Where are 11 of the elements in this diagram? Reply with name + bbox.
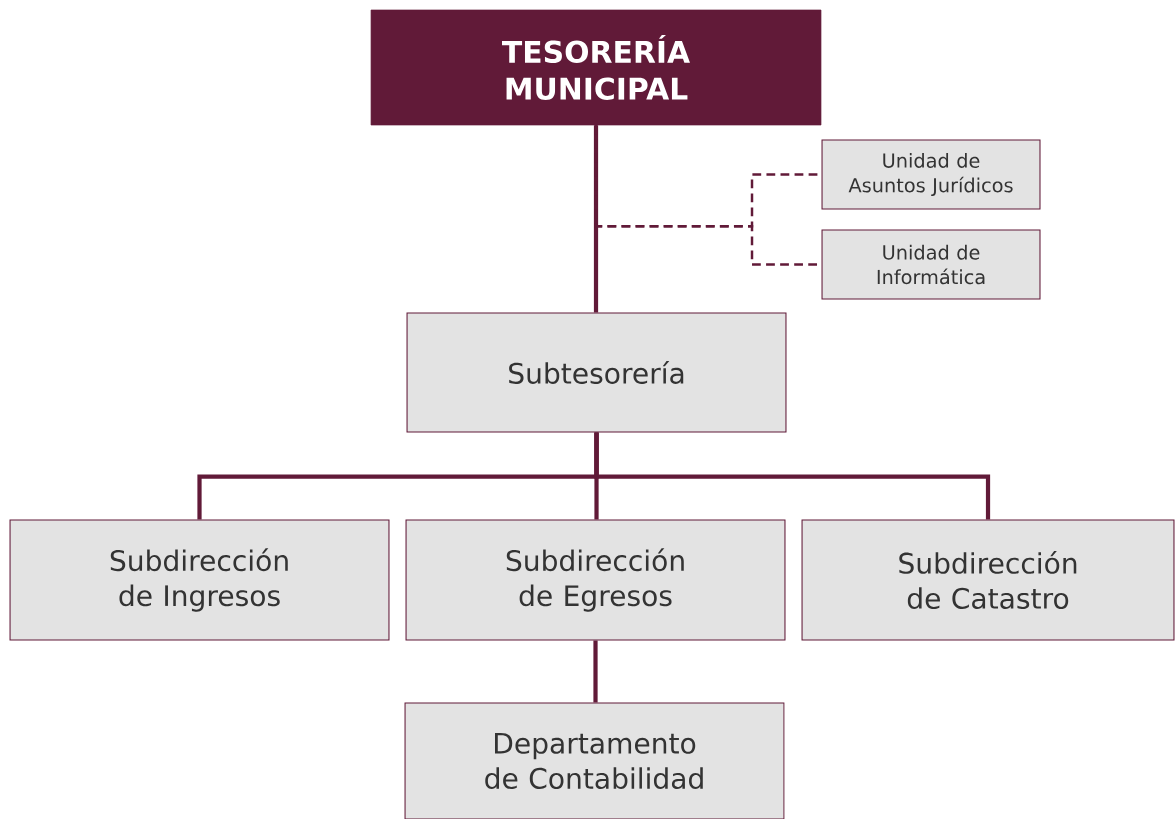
department-box: Subdirección de Ingresos [9,519,390,641]
department-box: Subtesorería [406,312,787,433]
unit-box: Unidad de Asuntos Jurídicos [821,139,1041,210]
connector [593,640,598,703]
connector [593,125,599,313]
connector [594,432,991,520]
department-box: Departamento de Contabilidad [404,702,785,819]
department-box: Subdirección de Egresos [405,519,786,641]
department-box: Subdirección de Catastro [801,519,1175,641]
unit-box: Unidad de Informática [821,229,1041,300]
title-box: TESORERÍA MUNICIPAL [370,9,822,126]
